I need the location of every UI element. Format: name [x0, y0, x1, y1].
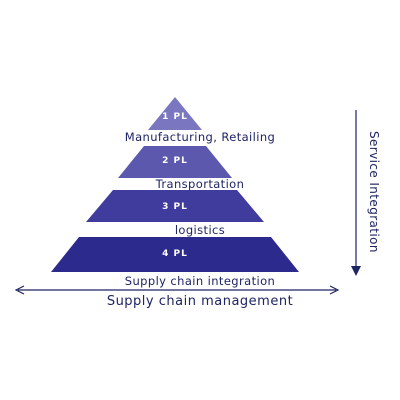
pyramid-tier-2: 2 PL: [118, 146, 232, 178]
tier-1-shape: [148, 97, 202, 130]
tier-2-label: 2 PL: [162, 156, 188, 166]
horizontal-double-arrow: [14, 285, 340, 295]
tier-3-label: 3 PL: [162, 202, 188, 212]
tier-2-shape: [118, 146, 232, 178]
tier-1-label: 1 PL: [162, 112, 188, 122]
tier-4-label: 4 PL: [162, 249, 188, 259]
pyramid-tier-1: 1 PL: [148, 97, 202, 130]
tier-4-shape: [51, 237, 299, 272]
tier-3-shape: [86, 190, 264, 222]
pyramid-tier-3: 3 PL: [86, 190, 264, 222]
pyramid-tier-4: 4 PL: [51, 237, 299, 272]
service-integration-label: Service Integration: [367, 131, 381, 253]
supply-chain-management-label: Supply chain management: [106, 294, 294, 309]
tier-3-caption: logistics: [174, 223, 226, 237]
vertical-down-arrow: [351, 110, 361, 276]
tier-4-caption: Supply chain integration: [124, 274, 276, 288]
tier-2-caption: Transportation: [155, 177, 245, 191]
tier-1-caption: Manufacturing, Retailing: [124, 130, 276, 144]
